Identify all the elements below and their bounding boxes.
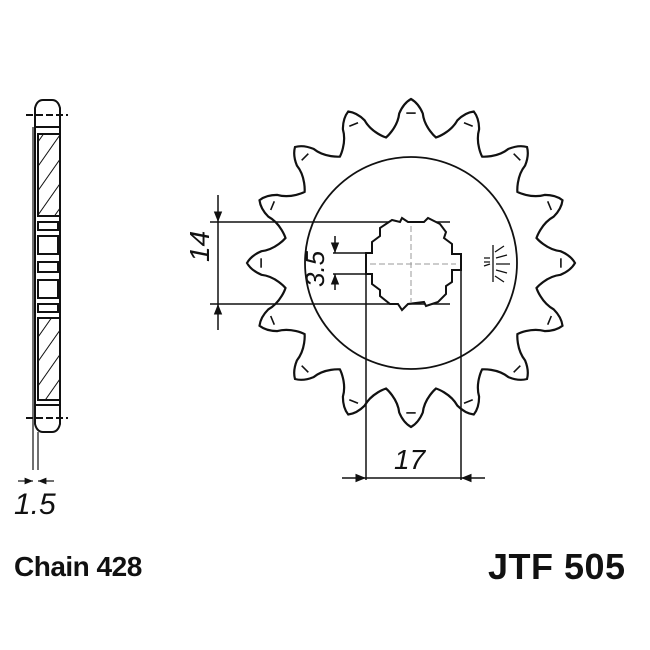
hub-circle: [304, 156, 518, 370]
dim-thickness-label: 1.5: [14, 488, 56, 521]
stamp-mark-icon: [483, 245, 510, 283]
dim-bore-width-label: 17: [394, 444, 426, 475]
dim-key-width-label: 3.5: [300, 250, 330, 287]
part-number-label: JTF 505: [488, 546, 626, 587]
spline-bore: [365, 216, 462, 312]
dim-bore-height-label: 14: [184, 230, 215, 262]
side-view: [18, 99, 68, 485]
tooth-tip-marks: [260, 112, 562, 414]
front-view: [210, 97, 577, 483]
sprocket-outline: [245, 97, 577, 429]
chain-size-label: Chain 428: [14, 551, 142, 582]
